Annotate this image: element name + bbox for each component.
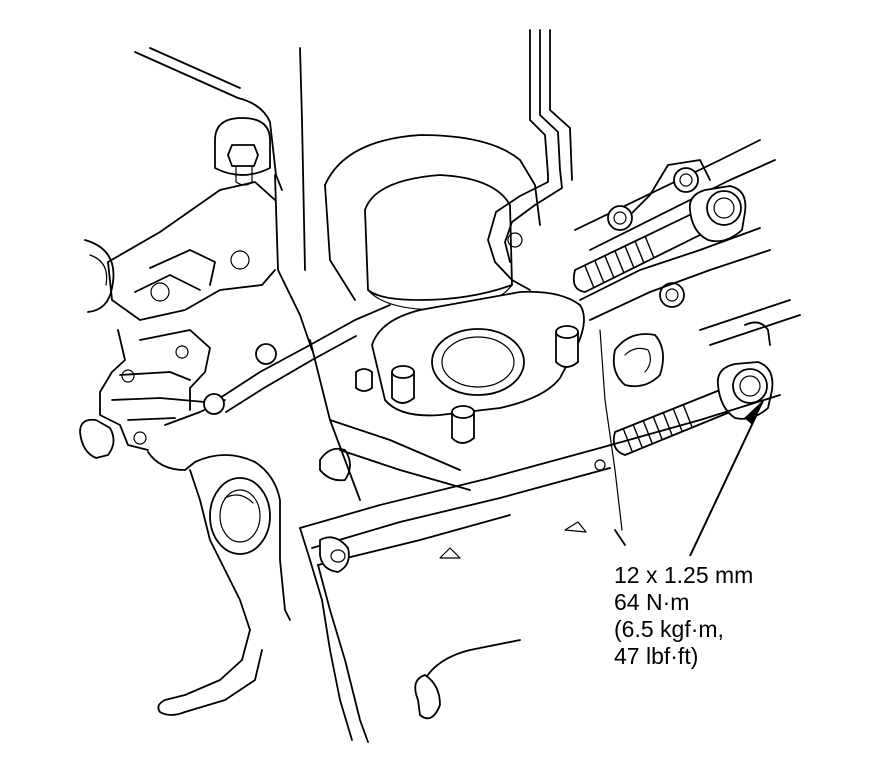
torque-kgf-label: (6.5 kgf·m,	[614, 616, 724, 642]
lower-bolt	[612, 361, 774, 456]
callout-arrow	[689, 399, 765, 557]
upper-bracket	[107, 47, 313, 351]
torque-nm-label: 64 N·m	[614, 589, 690, 615]
lower-subframe	[299, 394, 781, 743]
right-plate	[574, 139, 801, 388]
arrowhead-icon	[744, 399, 765, 425]
upper-bolt	[572, 185, 747, 293]
lower-left-mount	[147, 451, 291, 716]
left-edge-component	[84, 239, 115, 313]
bolt-size-label: 12 x 1.25 mm	[614, 562, 754, 588]
port-flange	[355, 290, 585, 444]
pipe	[487, 169, 563, 291]
central-housing	[324, 134, 541, 311]
left-bracket-arms	[79, 304, 391, 459]
torque-lbf-label: 47 lbf·ft)	[614, 643, 699, 669]
torque-spec-callout: 12 x 1.25 mm 64 N·m (6.5 kgf·m, 47 lbf·f…	[614, 562, 854, 670]
